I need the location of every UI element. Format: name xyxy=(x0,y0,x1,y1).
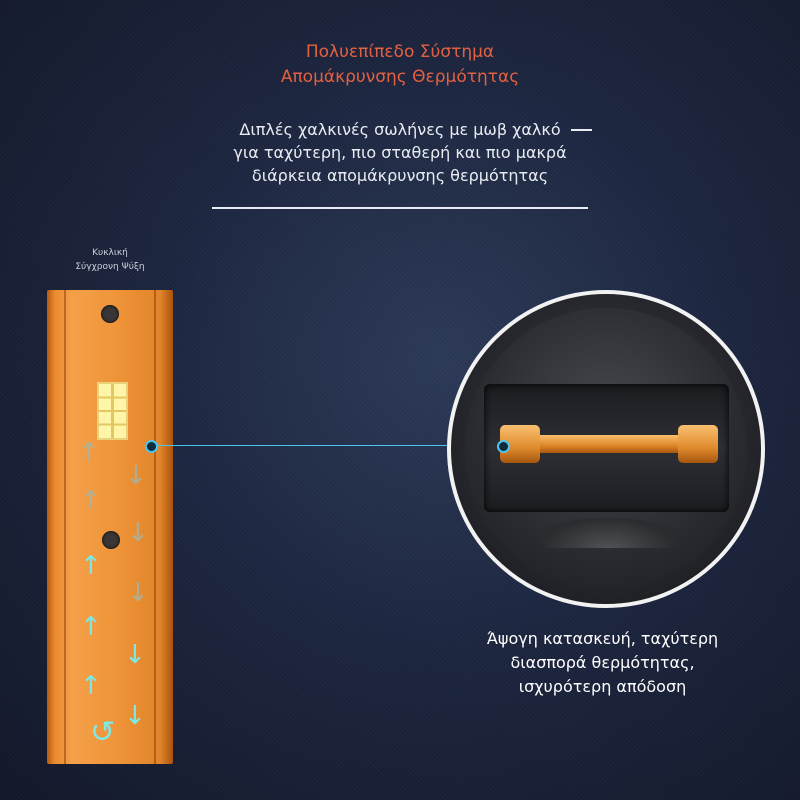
feature-description: Άψογη κατασκευή, ταχύτερη διασπορά θερμό… xyxy=(445,627,760,699)
down-arrow-icon: ↓ xyxy=(124,640,146,670)
down-arrow-icon: ↓ xyxy=(127,578,149,608)
up-arrow-icon: ↑ xyxy=(78,438,100,468)
down-arrow-icon: ↓ xyxy=(127,518,149,548)
mount-hole-bottom xyxy=(102,531,120,549)
divider-line xyxy=(212,207,588,209)
up-arrow-icon: ↑ xyxy=(80,551,102,581)
callout-dot-start xyxy=(145,440,158,453)
bulb-base-lower xyxy=(543,518,673,548)
title-line-2: Απομάκρυνσης Θερμότητας xyxy=(280,67,520,87)
page-title: Πολυεπίπεδο Σύστημα Απομάκρυνσης Θερμότη… xyxy=(0,40,800,90)
description-line-2: διασπορά θερμότητας, xyxy=(510,653,695,672)
up-arrow-icon: ↑ xyxy=(80,486,102,516)
callout-dot-end xyxy=(497,440,510,453)
feature-subtitle: Διπλές χαλκινές σωλήνες με μωβ χαλκό για… xyxy=(0,118,800,187)
mount-hole-top xyxy=(101,305,119,323)
subtitle-accent-line xyxy=(571,129,592,131)
zoom-detail-circle xyxy=(447,290,765,608)
subtitle-line-2: για ταχύτερη, πιο σταθερή και πιο μακρά xyxy=(233,143,567,162)
cooling-label: Κυκλική Σύγχρονη Ψύξη xyxy=(40,246,180,274)
subtitle-line-1: Διπλές χαλκινές σωλήνες με μωβ χαλκό xyxy=(239,120,561,139)
description-line-3: ισχυρότερη απόδοση xyxy=(518,677,687,696)
cooling-label-line-1: Κυκλική xyxy=(92,248,128,258)
down-arrow-icon: ↓ xyxy=(124,701,146,731)
copper-heat-pipe xyxy=(535,435,683,453)
title-line-1: Πολυεπίπεδο Σύστημα xyxy=(305,42,495,62)
heatsink-bar xyxy=(47,290,173,764)
loop-arrow-icon: ↺ xyxy=(90,715,116,750)
callout-connector-line xyxy=(150,445,505,446)
heat-pipe-end-right xyxy=(678,425,718,463)
up-arrow-icon: ↑ xyxy=(80,671,102,701)
down-arrow-icon: ↓ xyxy=(125,461,147,491)
cooling-label-line-2: Σύγχρονη Ψύξη xyxy=(75,262,145,272)
subtitle-line-3: διάρκεια απομάκρυνσης θερμότητας xyxy=(251,166,549,185)
description-line-1: Άψογη κατασκευή, ταχύτερη xyxy=(486,629,719,648)
up-arrow-icon: ↑ xyxy=(80,612,102,642)
led-chip xyxy=(97,382,128,440)
